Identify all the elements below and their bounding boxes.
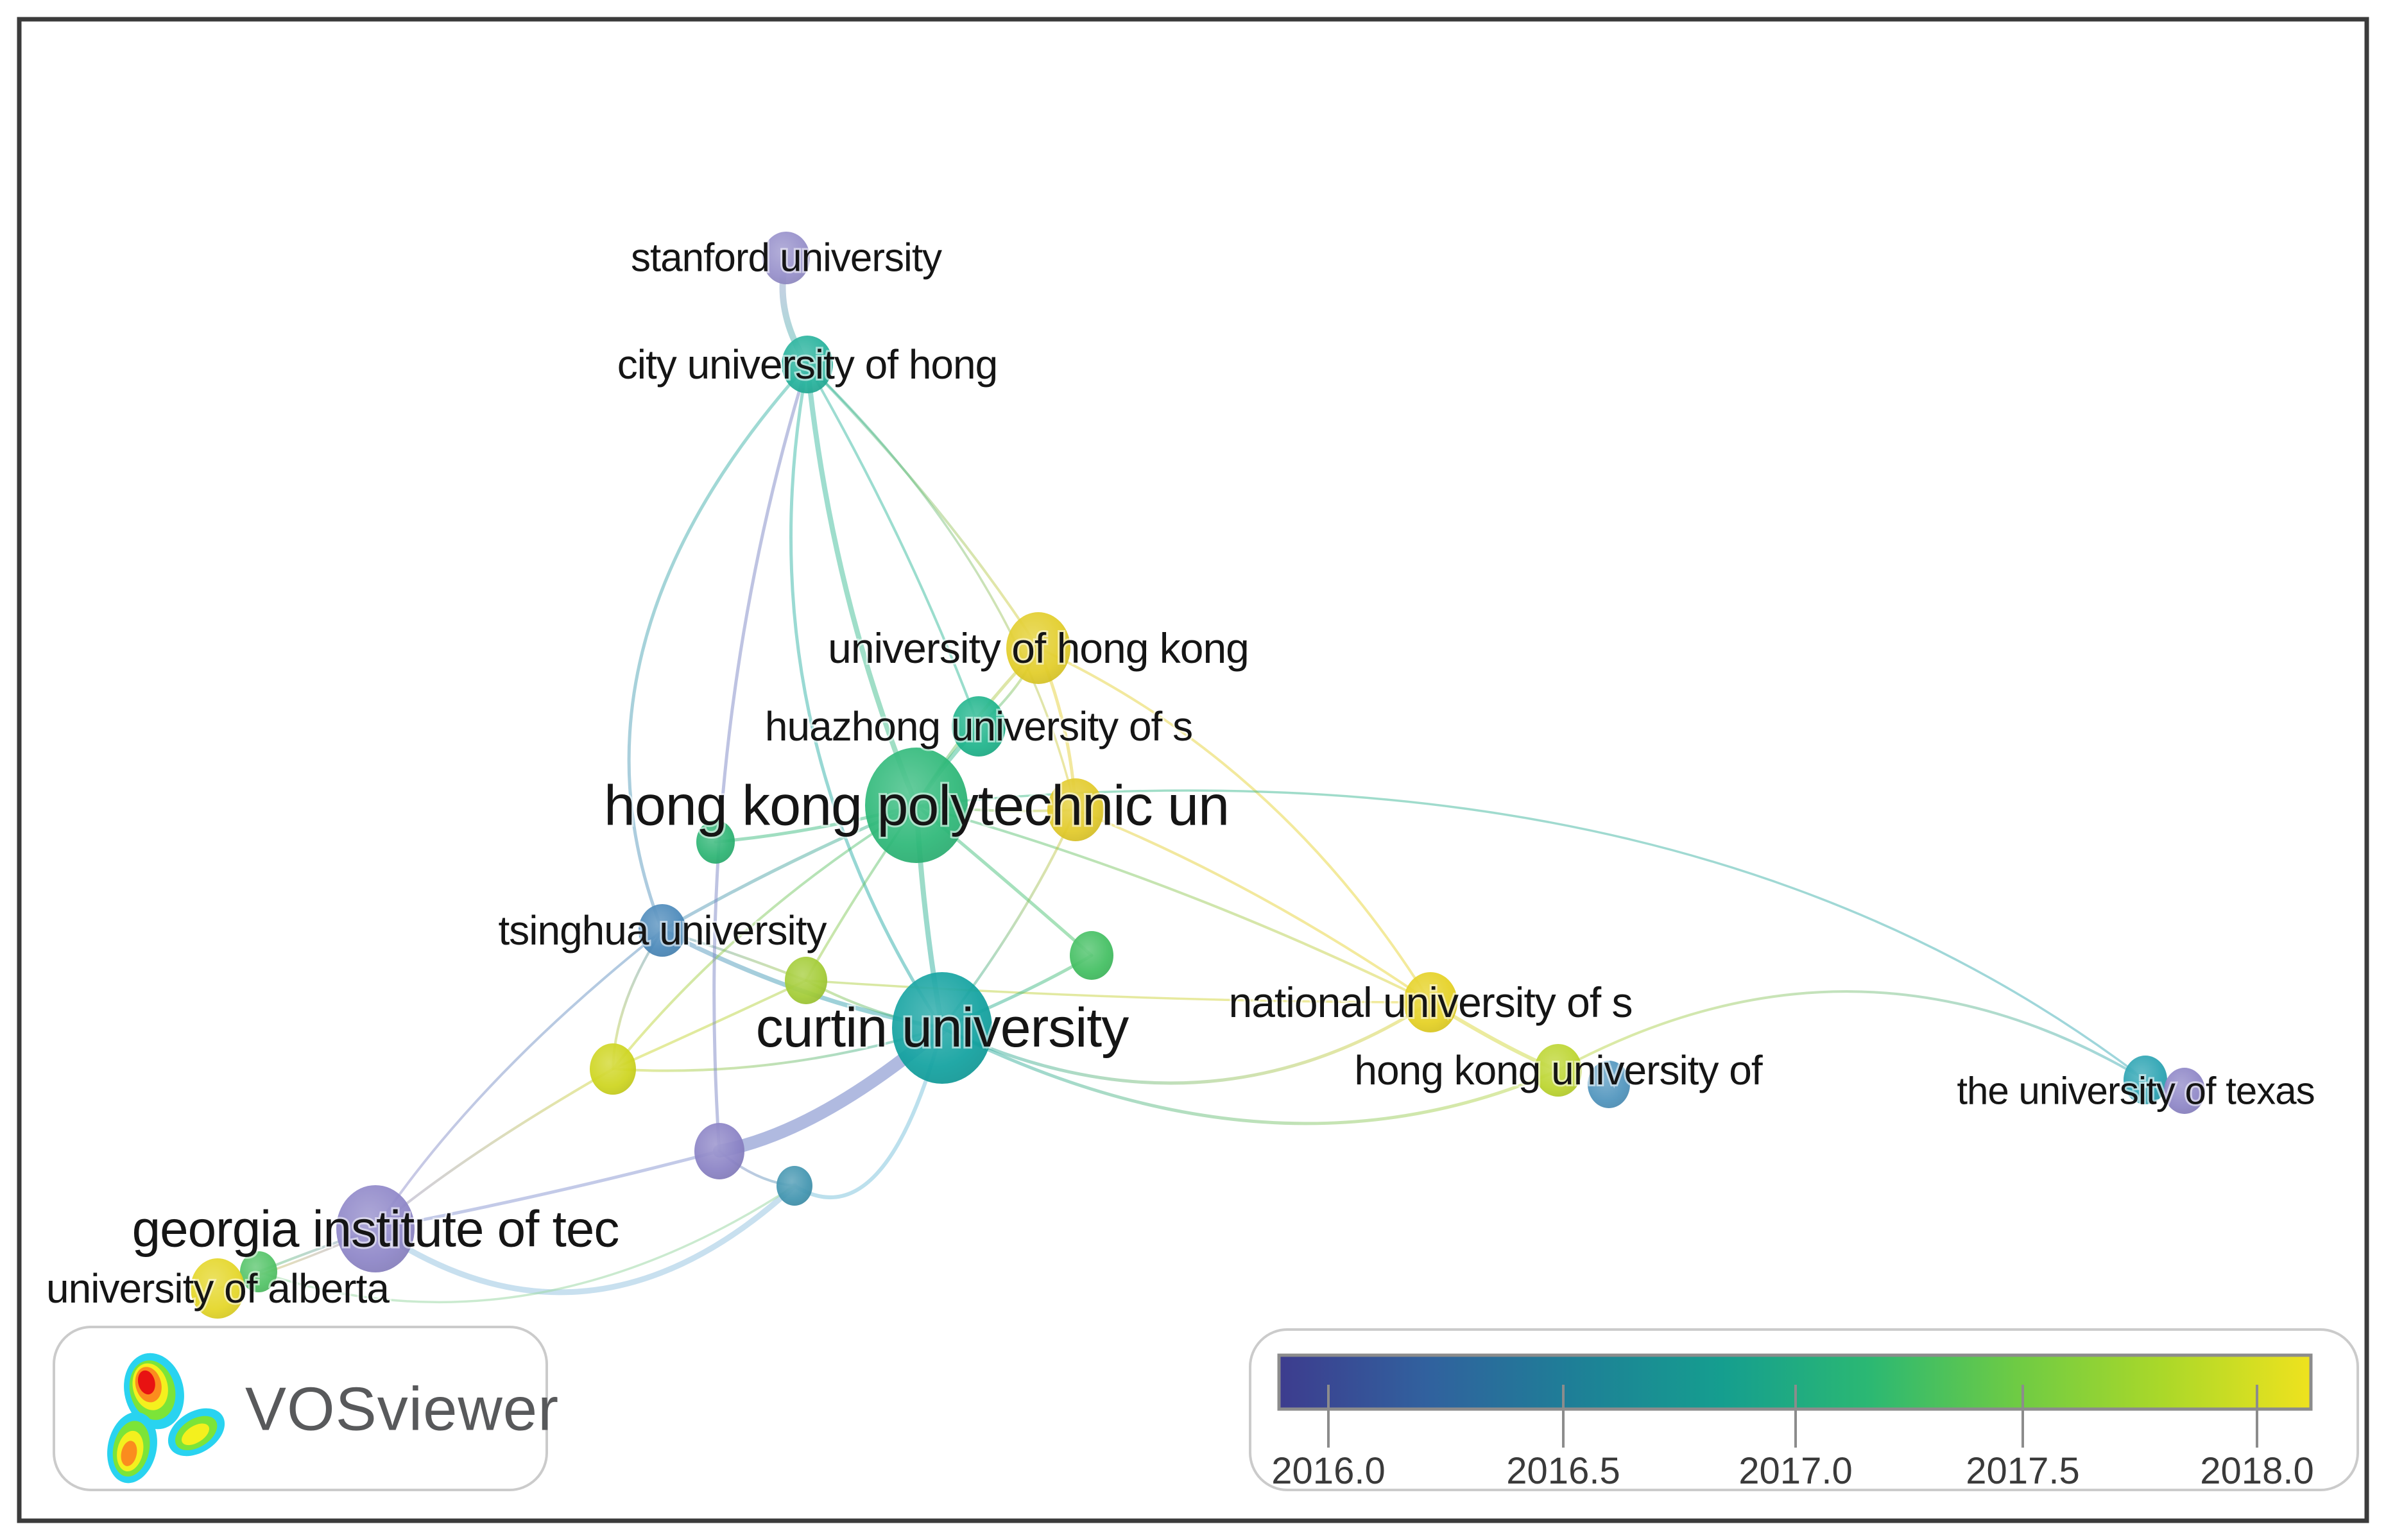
edge-city-tsinghua (627, 363, 809, 932)
node-hk_blue[interactable] (1588, 1061, 1630, 1108)
node-alberta_green[interactable] (240, 1251, 277, 1292)
vosviewer-logo-box: VOSviewer (53, 1326, 559, 1491)
legend-tick-label: 2016.0 (1271, 1450, 1385, 1492)
nodes-layer (191, 232, 2205, 1319)
edge-purple_mid-georgia (373, 1149, 721, 1231)
edge-curtin-national (940, 1000, 1432, 1085)
edge-gold_mid-national (1074, 809, 1432, 1004)
vosviewer-logo-icon (107, 1353, 225, 1484)
node-label-curtin: curtin university (756, 997, 1129, 1059)
node-label-city: city university of hong (617, 341, 997, 388)
node-huazhong[interactable] (952, 696, 1006, 757)
node-chartreuse_mid[interactable] (785, 957, 827, 1004)
edge-city-curtin (789, 363, 944, 1030)
node-texas_purple[interactable] (2164, 1068, 2205, 1114)
edge-hk_chartreuse-texas_teal (1557, 990, 2147, 1081)
legend-tick-label: 2017.5 (1966, 1450, 2079, 1492)
node-tsinghua[interactable] (639, 904, 686, 957)
legend-tick-label: 2016.5 (1506, 1450, 1620, 1492)
node-texas_teal[interactable] (2124, 1056, 2167, 1104)
node-label-hk_chartreuse: hong kong university of (1354, 1047, 1762, 1093)
edge-uhk-national (1037, 647, 1432, 1004)
node-label-huazhong: huazhong university of s (765, 703, 1192, 749)
edge-curtin-hk_chartreuse (940, 1026, 1560, 1125)
edge-alberta_green-teal_small (257, 1185, 796, 1303)
edge-georgia-teal_small (372, 1183, 798, 1296)
legend-tick-label: 2017.0 (1738, 1450, 1852, 1492)
node-green_left[interactable] (696, 820, 735, 864)
node-national[interactable] (1403, 972, 1457, 1032)
node-city[interactable] (782, 336, 833, 393)
node-georgia[interactable] (336, 1185, 415, 1272)
node-label-georgia: georgia institute of tec (132, 1201, 619, 1258)
legend-tick-labels: 2016.0 2016.5 2017.0 2017.5 2018.0 (1271, 1450, 2313, 1492)
legend-tick-label: 2018.0 (2200, 1450, 2313, 1492)
node-hk_chartreuse[interactable] (1534, 1044, 1582, 1097)
node-label-stanford: stanford university (631, 236, 942, 280)
figure-frame (17, 17, 2369, 1523)
edge-chartreuse_mid-yellow_left (612, 979, 807, 1070)
node-teal_small[interactable] (777, 1166, 812, 1206)
node-label-national: national university of s (1228, 979, 1632, 1026)
node-purple_mid[interactable] (694, 1123, 744, 1179)
color-scale-legend: 2016.0 2016.5 2017.0 2017.5 2018.0 (1249, 1328, 2359, 1492)
labels-layer: stanford university city university of ho… (44, 234, 2317, 1314)
edge-yellow_left-polytechnic (612, 804, 918, 1070)
node-label-alberta: university of alberta (46, 1265, 390, 1312)
node-label-polytechnic: hong kong polytechnic un (604, 774, 1229, 837)
edge-polytechnic-texas_teal (915, 789, 2147, 1081)
node-gold_mid[interactable] (1047, 778, 1104, 841)
edge-city-polytechnic (805, 362, 919, 808)
node-uhk[interactable] (1006, 612, 1070, 684)
vosviewer-logo-text: VOSviewer (245, 1375, 559, 1444)
edge-city-huazhong (806, 363, 980, 728)
edge-tsinghua-georgia (374, 929, 664, 1230)
edge-polytechnic-national (915, 804, 1432, 1004)
edge-chartreuse_mid-national (805, 979, 1432, 1004)
node-stanford[interactable] (762, 232, 810, 284)
edge-city-gold_mid (806, 363, 1077, 811)
node-yellow_left[interactable] (590, 1043, 636, 1095)
edge-purple_mid-city (712, 363, 809, 1153)
node-curtin[interactable] (892, 972, 992, 1084)
edge-curtin-teal_small (793, 1026, 944, 1199)
legend-ticks (1327, 1385, 2258, 1448)
node-label-texas_teal: the university of texas (1957, 1070, 2314, 1113)
node-alberta[interactable] (191, 1258, 245, 1319)
node-label-uhk: university of hong kong (828, 624, 1249, 672)
node-label-tsinghua: tsinghua university (498, 907, 827, 954)
node-polytechnic[interactable] (865, 748, 968, 863)
node-green_right[interactable] (1070, 931, 1113, 980)
